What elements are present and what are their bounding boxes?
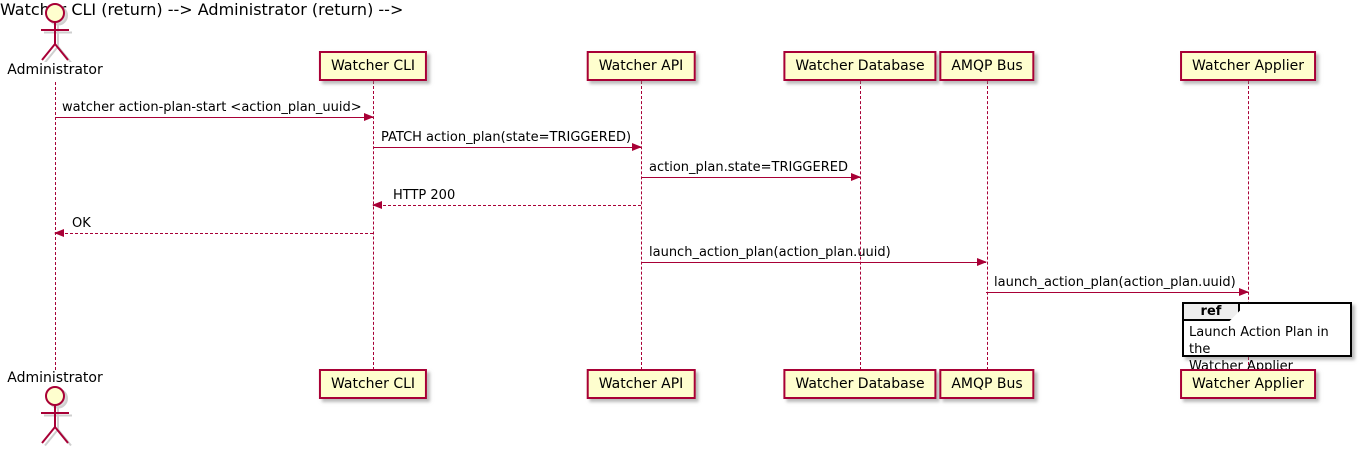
message-label-launch-action-plan-bus: launch_action_plan(action_plan.uuid) [994,275,1236,290]
message-arrow-http-200 [372,201,641,209]
actor-icon-administrator-bottom [41,386,72,447]
participant-watcher-database-top: Watcher Database [783,51,937,81]
message-arrow-launch-action-plan-bus [986,288,1249,296]
lifeline-amqp-bus [986,81,988,370]
actor-label-administrator-top: Administrator [7,62,103,78]
arrowhead-right-icon [364,113,374,121]
participant-watcher-api-top: Watcher API [586,51,696,81]
arrowhead-right-icon [632,143,642,151]
lifeline-watcher-api [640,81,642,370]
message-label-http-200: HTTP 200 [393,188,456,203]
lifeline-watcher-applier [1247,81,1249,370]
ref-keyword: ref [1182,302,1240,321]
message-arrow-state-triggered [641,173,861,181]
arrowhead-right-icon [1239,288,1249,296]
lifeline-watcher-cli [372,81,374,370]
message-arrow-action-plan-start [55,113,374,121]
participant-watcher-applier-bottom: Watcher Applier [1180,369,1316,399]
message-label-action-plan-start: watcher action-plan-start <action_plan_u… [62,100,362,115]
arrowhead-left-icon [372,201,382,209]
ref-fragment: ref Launch Action Plan in the Watcher Ap… [1182,302,1352,374]
participant-amqp-bus-top: AMQP Bus [939,51,1035,81]
actor-label-administrator-bottom: Administrator [7,370,103,386]
lifeline-administrator [54,82,56,370]
participant-watcher-cli-bottom: Watcher CLI [318,369,428,399]
message-label-launch-action-plan-api: launch_action_plan(action_plan.uuid) [649,245,891,260]
arrowhead-right-icon [977,258,987,266]
lifeline-watcher-database [859,81,861,370]
participant-amqp-bus-bottom: AMQP Bus [939,369,1035,399]
arrowhead-right-icon [851,173,861,181]
actor-icon-administrator-top [41,3,72,62]
message-arrow-ok [54,229,373,237]
message-label-ok: OK [72,216,91,231]
message-label-patch-action-plan: PATCH action_plan(state=TRIGGERED) [381,130,632,145]
participant-watcher-database-bottom: Watcher Database [783,369,937,399]
arrowhead-left-icon [54,229,64,237]
message-label-state-triggered: action_plan.state=TRIGGERED [649,160,848,175]
participant-watcher-api-bottom: Watcher API [586,369,696,399]
participant-watcher-applier-top: Watcher Applier [1180,51,1316,81]
participant-watcher-cli-top: Watcher CLI [318,51,428,81]
message-arrow-launch-action-plan-api [641,258,987,266]
message-arrow-patch-action-plan [373,143,642,151]
